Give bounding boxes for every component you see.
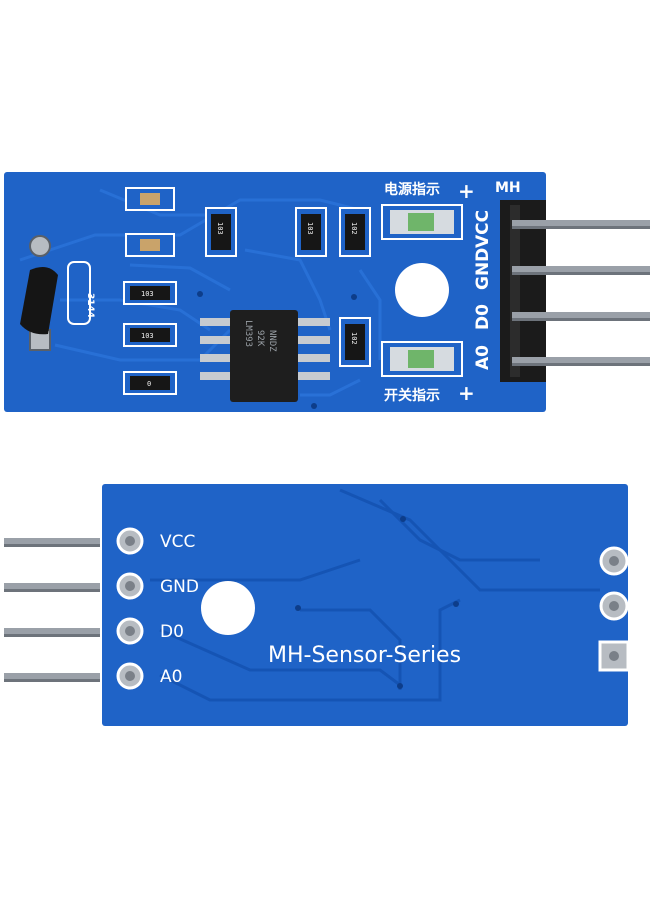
resistor-code-5: 102: [350, 222, 358, 235]
front-pin-label-d0: D0: [473, 304, 493, 330]
power-led-plus: +: [458, 179, 475, 203]
back-pin-4: [4, 673, 100, 682]
front-pin-label-vcc: VCC: [473, 210, 493, 248]
front-pin-label-a0: A0: [473, 345, 493, 370]
back-pin-label-a0: A0: [160, 667, 182, 687]
back-pin-label-gnd: GND: [160, 577, 199, 597]
resistor-code-6: 102: [350, 332, 358, 345]
sensor-pads: [598, 546, 630, 672]
power-led-label: 电源指示: [384, 181, 440, 198]
resistor-code-7: 0: [147, 380, 151, 388]
hall-sensor: 3144: [20, 235, 95, 351]
back-pin-1: [4, 538, 100, 547]
resistor-code-3: 103: [216, 222, 224, 235]
front-pin-1: [512, 220, 650, 229]
back-pin-label-vcc: VCC: [160, 532, 195, 552]
front-mounting-hole: [395, 263, 449, 317]
front-pin-3: [512, 312, 650, 321]
switch-led-plus: +: [458, 381, 475, 405]
vias: [197, 291, 459, 689]
back-board: VCC GND D0 A0 MH-Sensor-Series: [4, 291, 630, 726]
back-pin-2: [4, 583, 100, 592]
front-pin-label-gnd: GND: [473, 248, 493, 290]
back-traces: [150, 488, 600, 702]
chip-line-2: 92K: [255, 330, 265, 347]
switch-led: [381, 341, 463, 377]
resistor-code-4: 103: [306, 222, 314, 235]
power-led: [381, 204, 463, 240]
front-pin-2: [512, 266, 650, 275]
switch-led-label: 开关指示: [384, 387, 440, 404]
series-label: MH-Sensor-Series: [268, 643, 461, 668]
back-pins: [4, 527, 144, 690]
resistor-code-2: 103: [141, 332, 154, 340]
smd-components: 103 103 0 103 103 102 102: [123, 187, 371, 395]
resistor-code-1: 103: [141, 290, 154, 298]
chip-line-1: LM393: [243, 320, 253, 347]
back-pcb: [102, 484, 628, 726]
sensor-marking: 3144: [85, 293, 95, 318]
back-pin-3: [4, 628, 100, 637]
front-pin-header: [500, 200, 650, 382]
front-board: 3144 103 103 0 103 103 102: [4, 172, 650, 412]
front-pin-4: [512, 357, 650, 366]
comparator-chip: LM393 92K NNDZ: [200, 310, 330, 402]
back-mounting-hole: [201, 581, 255, 635]
back-pin-label-d0: D0: [160, 622, 184, 642]
chip-line-3: NNDZ: [267, 330, 277, 352]
header-label: MH: [495, 180, 521, 196]
